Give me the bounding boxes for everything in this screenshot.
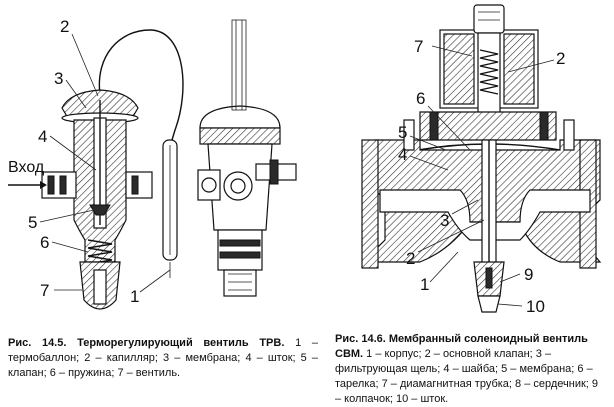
callout-6: 6 [416,89,425,108]
callout-5: 5 [398,123,407,142]
callout-9: 9 [524,265,533,284]
caption-left: Рис. 14.5. Терморегулирующий вентиль ТРВ… [8,336,318,381]
caption-right-title: Рис. 14.6. Мембранный соленоидный вентил… [335,333,588,360]
caption-right: Рис. 14.6. Мембранный соленоидный вентил… [335,332,607,407]
trv-valve-drawing: Вход 2 3 4 5 6 7 1 [8,17,297,310]
callout-3: 3 [54,69,63,88]
callout-10: 10 [526,297,545,316]
callout-1: 1 [130,287,139,306]
callout-3: 3 [440,211,449,230]
caption-left-title: Рис. 14.5. Терморегулирующий вентиль ТРВ… [8,337,285,349]
inlet-label: Вход [8,159,45,176]
callout-4: 4 [398,145,407,164]
callout-5: 5 [28,213,37,232]
caption-right-body: 1 – корпус; 2 – основной клапан; 3 – фил… [335,348,599,405]
callout-4: 4 [38,127,47,146]
callout-2: 2 [60,17,69,36]
callout-7: 7 [40,281,49,300]
callout-2-body: 2 [406,249,415,268]
callout-7: 7 [414,37,423,56]
callout-6: 6 [40,233,49,252]
caption-left-body: 1 – термобаллон; 2 – капилляр; 3 – мембр… [8,337,319,379]
callout-1: 1 [420,275,429,294]
callout-2: 2 [556,49,565,68]
svm-valve-drawing: 7 2 6 5 4 3 2 1 9 10 [361,4,602,316]
